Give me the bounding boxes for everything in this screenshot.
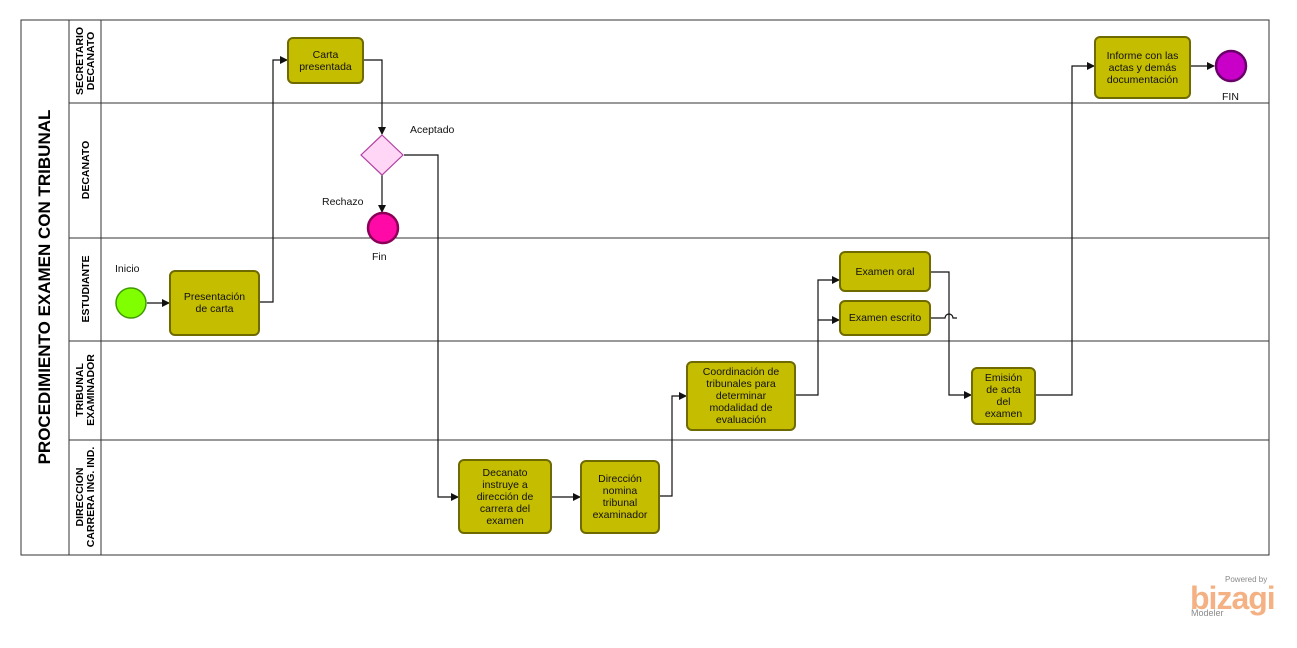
task-label: Presentación de carta xyxy=(183,291,246,315)
lane-secretario-decanato: SECRETARIO DECANATO xyxy=(74,27,97,95)
flow-emision-to-informe xyxy=(1035,62,1095,396)
task-presentacion-carta[interactable]: Presentación de carta xyxy=(169,270,260,336)
task-direccion-nomina[interactable]: Dirección nomina tribunal examinador xyxy=(580,460,660,534)
bizagi-logo: bizagi xyxy=(1190,580,1276,616)
task-label: Dirección nomina tribunal examinador xyxy=(592,473,648,521)
lane-label-line2: DECANATO xyxy=(85,32,97,91)
lane-label-line1: SECRETARIO xyxy=(74,27,86,95)
lane-label-line1: DIRECCION xyxy=(74,468,86,527)
watermark-powered-by: Powered by xyxy=(1225,575,1268,584)
lane-direccion-carrera: DIRECCION CARRERA ING. IND. xyxy=(74,447,97,548)
task-carta-presentada[interactable]: Carta presentada xyxy=(287,37,364,84)
task-examen-escrito[interactable]: Examen escrito xyxy=(839,300,931,336)
flow-gateway-to-decanato-instruye xyxy=(404,154,459,501)
end-event-fin-label: Fin xyxy=(372,251,387,263)
flow-oral-to-emision xyxy=(931,271,972,399)
task-label: Carta presentada xyxy=(299,48,352,73)
end-event-fin-rechazo[interactable] xyxy=(366,211,400,245)
flow-carta-to-gateway xyxy=(363,59,386,135)
lane-label-line2: EXAMINADOR xyxy=(85,354,97,426)
lane-estudiante: ESTUDIANTE xyxy=(80,255,92,322)
flow-coordinacion-to-oral xyxy=(795,276,840,396)
lane-label-line1: TRIBUNAL xyxy=(74,363,86,417)
flow-presentacion-to-carta xyxy=(259,56,288,303)
gateway-accepted-label: Aceptado xyxy=(410,124,455,136)
task-label: Coordinación de tribunales para determin… xyxy=(702,366,780,426)
lane-tribunal-examinador: TRIBUNAL EXAMINADOR xyxy=(74,354,97,426)
watermark-product: Modeler xyxy=(1191,608,1224,618)
task-label: Examen escrito xyxy=(848,312,922,324)
task-label: Examen oral xyxy=(855,265,915,278)
gateway-rejected-label: Rechazo xyxy=(322,196,364,208)
gateway-exclusive[interactable] xyxy=(360,134,404,176)
task-decanato-instruye[interactable]: Decanato instruye a dirección de carrera… xyxy=(458,459,552,534)
task-label: Emisión de acta del examen xyxy=(984,372,1023,420)
lane-label-line2: CARRERA ING. IND. xyxy=(85,447,97,548)
pool-title: PROCEDIMIENTO EXAMEN CON TRIBUNAL xyxy=(35,110,54,465)
task-coordinacion-tribunales[interactable]: Coordinación de tribunales para determin… xyxy=(686,361,796,431)
start-event-label: Inicio xyxy=(115,263,140,275)
lane-decanato: DECANATO xyxy=(80,141,92,200)
start-event-inicio[interactable] xyxy=(115,287,147,319)
task-emision-acta[interactable]: Emisión de acta del examen xyxy=(971,367,1036,425)
end-event-final-label: FIN xyxy=(1222,91,1239,103)
lane-label-line1: DECANATO xyxy=(80,141,92,200)
task-informe-actas[interactable]: Informe con las actas y demás documentac… xyxy=(1094,36,1191,99)
task-label: Informe con las actas y demás documentac… xyxy=(1106,49,1179,86)
flow-escrito-to-emision xyxy=(931,313,957,319)
task-examen-oral[interactable]: Examen oral xyxy=(839,251,931,292)
task-label: Decanato instruye a dirección de carrera… xyxy=(476,466,534,527)
lane-label-line1: ESTUDIANTE xyxy=(80,255,92,322)
flow-direccion-to-coordinacion xyxy=(659,392,687,497)
end-event-fin-final[interactable] xyxy=(1214,49,1248,83)
